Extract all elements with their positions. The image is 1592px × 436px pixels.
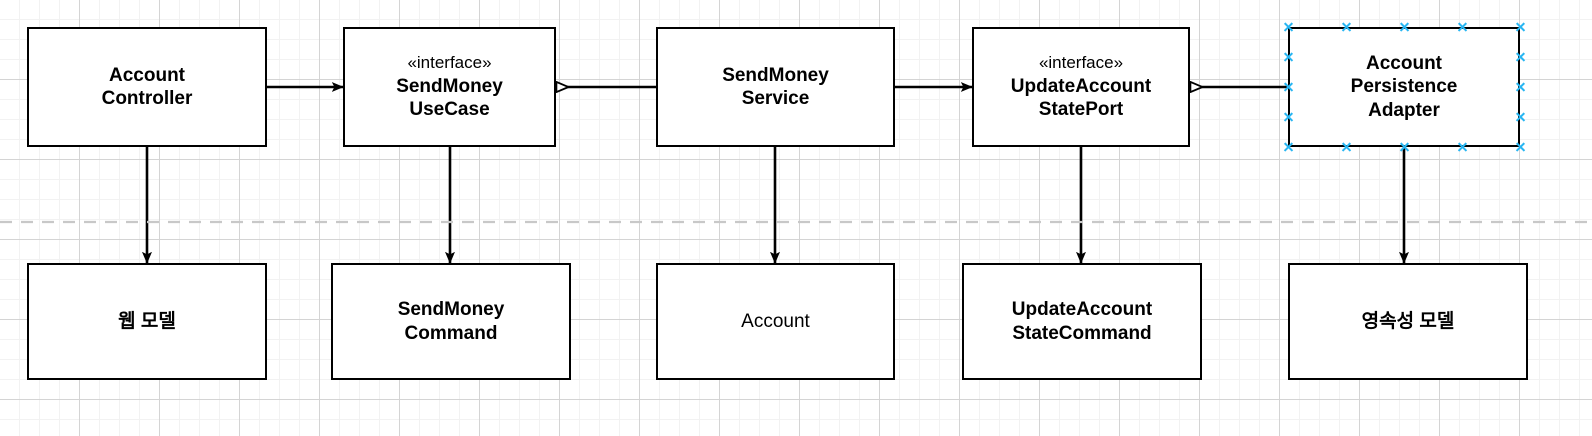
- node-title: Account Persistence Adapter: [1350, 53, 1458, 121]
- node-title: Account Controller: [101, 64, 193, 109]
- web-model-node[interactable]: 웹 모델: [27, 263, 267, 380]
- node-title: UpdateAccount StateCommand: [1011, 299, 1153, 344]
- node-title: 웹 모델: [118, 310, 176, 332]
- send-money-command-node[interactable]: SendMoney Command: [331, 263, 571, 380]
- stereotype-label: «interface»: [407, 52, 492, 72]
- account-controller-node[interactable]: Account Controller: [27, 27, 267, 147]
- node-title: SendMoney UseCase: [396, 75, 503, 120]
- node-title: Account: [741, 310, 810, 332]
- account-node[interactable]: Account: [656, 263, 895, 380]
- send-money-use-case-node[interactable]: «interface» SendMoney UseCase: [343, 27, 556, 147]
- stereotype-label: «interface»: [1038, 52, 1124, 72]
- node-title: SendMoney Service: [722, 64, 829, 109]
- persistence-model-node[interactable]: 영속성 모델: [1288, 263, 1528, 380]
- node-title: SendMoney Command: [397, 299, 505, 344]
- update-account-state-command-node[interactable]: UpdateAccount StateCommand: [962, 263, 1202, 380]
- account-persistence-adapter-node[interactable]: Account Persistence Adapter: [1288, 27, 1520, 147]
- send-money-service-node[interactable]: SendMoney Service: [656, 27, 895, 147]
- node-title: 영속성 모델: [1361, 310, 1455, 332]
- node-title: UpdateAccount StatePort: [1010, 75, 1152, 120]
- update-account-state-port-node[interactable]: «interface» UpdateAccount StatePort: [972, 27, 1190, 147]
